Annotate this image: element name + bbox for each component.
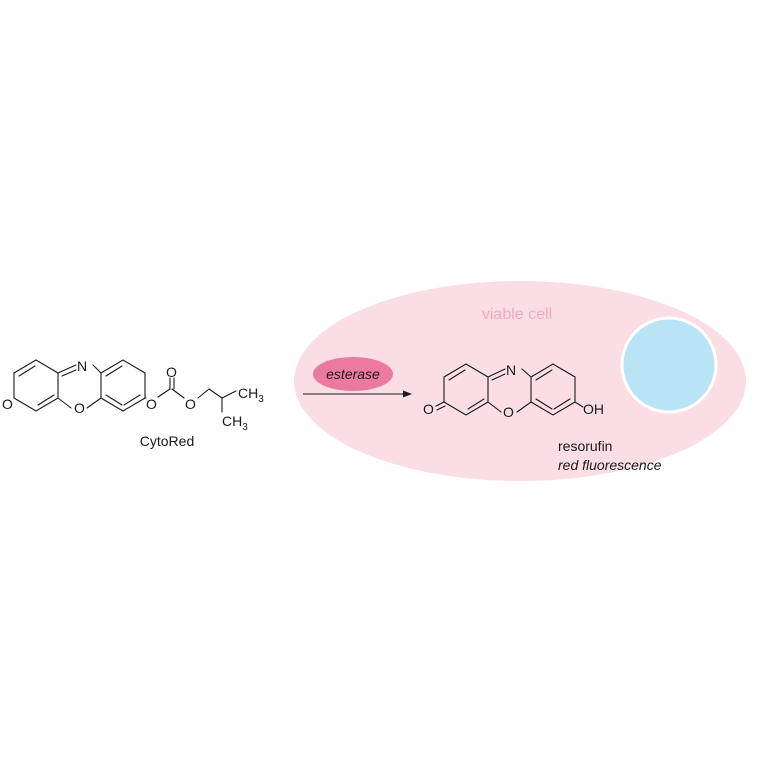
resorufin-atom-n: N	[506, 362, 516, 378]
nucleus	[620, 316, 718, 414]
viable-cell-ellipse	[294, 281, 746, 481]
reaction-arrow	[303, 390, 412, 398]
cytored-atom-o-carbonyl: O	[166, 364, 177, 380]
cytored-atom-o-ring: O	[74, 400, 85, 416]
cytored-ch3-upper: CH3	[238, 385, 264, 405]
cytored-atom-o-ester: O	[146, 396, 157, 412]
resorufin-structure	[435, 363, 584, 416]
cell-label: viable cell	[482, 306, 552, 323]
resorufin-hydroxyl: OH	[583, 401, 604, 417]
resorufin-atom-o-ring: O	[503, 404, 514, 420]
esterase-badge	[313, 357, 393, 391]
cytored-structure	[13, 359, 237, 413]
resorufin-name: resorufin	[558, 438, 612, 454]
cytored-ch3-lower: CH3	[222, 413, 248, 433]
cytored-name: CytoRed	[140, 433, 194, 449]
cytored-atom-n: N	[77, 358, 87, 374]
cytored-atom-o-ketone: O	[2, 396, 13, 412]
esterase-label: esterase	[326, 366, 380, 382]
resorufin-atom-o-ketone: O	[423, 401, 434, 417]
resorufin-property: red fluorescence	[558, 457, 662, 473]
cytored-atom-o-ether: O	[185, 396, 196, 412]
